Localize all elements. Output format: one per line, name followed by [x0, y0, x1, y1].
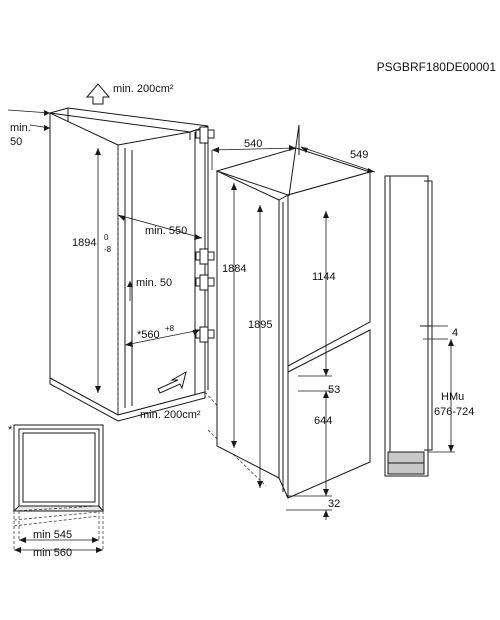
svg-text:676-724: 676-724 — [434, 406, 474, 418]
svg-text:1894: 1894 — [72, 237, 96, 249]
width-540-dimension: 540 — [211, 138, 297, 170]
svg-text:min. 550: min. 550 — [145, 225, 187, 237]
side-profile — [384, 175, 433, 477]
gap-4-dimension: 4 — [423, 325, 458, 340]
bottom-32-dimension: 32 — [286, 495, 340, 520]
appliance — [215, 124, 372, 499]
hinge-mid-2 — [195, 274, 215, 291]
svg-text:min 560: min 560 — [33, 547, 72, 559]
niche-height-dimension: 1894 0 -8 — [72, 148, 112, 393]
gap-top-left-dimension: min. 50 — [7, 109, 51, 148]
min-560-dimension: min 560 — [14, 547, 103, 559]
svg-text:32: 32 — [328, 498, 340, 510]
niche-cabinet — [49, 107, 215, 422]
svg-text:min. 200cm²: min. 200cm² — [113, 83, 174, 95]
svg-text:1144: 1144 — [312, 271, 336, 283]
depth-549-dimension: 549 — [300, 146, 376, 173]
hmu-dimension: HMu 676-724 — [428, 339, 474, 453]
hinge-bottom — [195, 326, 215, 343]
height-1895-dimension: 1895 — [248, 205, 272, 488]
svg-text:*: * — [8, 424, 13, 436]
svg-text:549: 549 — [350, 149, 368, 161]
svg-text:1895: 1895 — [248, 319, 272, 331]
svg-text:min.: min. — [10, 122, 31, 134]
height-1884-dimension: 1884 — [222, 183, 246, 448]
niche-width-dimension: *560 +8 — [124, 324, 201, 347]
hinge-top — [195, 126, 215, 144]
svg-text:+8: +8 — [165, 324, 175, 333]
svg-text:min. 200cm²: min. 200cm² — [140, 409, 201, 421]
hinge-mid-1 — [195, 248, 215, 265]
plan-view: * — [8, 424, 105, 550]
svg-text:HMu: HMu — [441, 391, 464, 403]
svg-text:1884: 1884 — [222, 263, 246, 275]
svg-text:min. 50: min. 50 — [136, 277, 172, 289]
lower-door-644-dimension: 644 — [314, 391, 332, 496]
svg-text:0: 0 — [104, 233, 109, 242]
svg-text:min 545: min 545 — [33, 529, 72, 541]
upper-door-1144-dimension: 1144 — [312, 211, 336, 376]
vent-top-arrow: min. 200cm² — [85, 83, 174, 105]
depth-min-550-dimension: min. 550 — [117, 214, 203, 240]
svg-text:4: 4 — [452, 327, 458, 339]
svg-text:644: 644 — [314, 415, 332, 427]
svg-text:53: 53 — [328, 384, 340, 396]
vent-bottom-arrow: min. 200cm² — [140, 370, 201, 421]
diagram-code: PSGBRF180DE00001 — [377, 60, 497, 74]
depth-min-50-dimension: min. 50 — [127, 277, 172, 301]
svg-text:-8: -8 — [104, 245, 112, 254]
svg-text:540: 540 — [244, 138, 262, 150]
svg-text:50: 50 — [10, 136, 22, 148]
svg-text:*560: *560 — [137, 329, 160, 341]
min-545-dimension: min 545 — [19, 529, 99, 543]
